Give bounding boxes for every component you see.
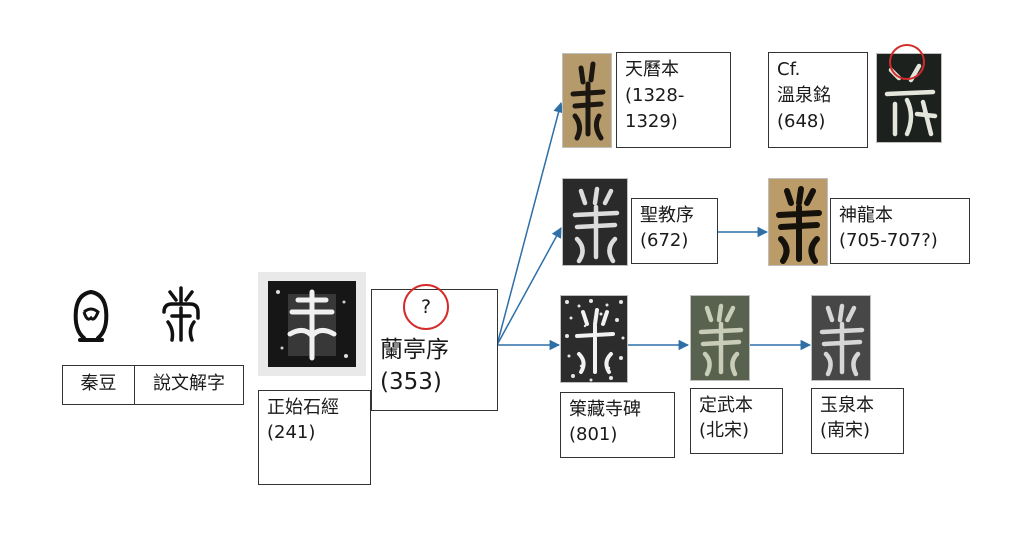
bronze-glyph-image (73, 290, 109, 342)
highlight-circle (889, 44, 925, 80)
zhengshi-label: 正始石經 (241) (258, 390, 371, 485)
shenlong-label: 神龍本 (705-707?) (830, 198, 970, 264)
shengjiao-label: 聖教序 (672) (631, 198, 718, 264)
shuowen-label: 說文解字 (134, 365, 244, 405)
shuowen-glyph-image (162, 286, 200, 342)
shenlong-glyph-image (768, 178, 828, 266)
yuquan-glyph-image (811, 295, 871, 381)
yuquan-label: 玉泉本 (南宋) (811, 388, 904, 454)
tianli-glyph-image (562, 53, 612, 148)
shengjiao-glyph-image (562, 178, 628, 266)
qin-bronze-label: 秦豆 (62, 365, 135, 405)
xingfu-label: 䇿藏寺碑 (801) (560, 392, 675, 458)
dingwu-label: 定武本 (北宋) (690, 388, 783, 454)
question-mark-circle: ? (403, 284, 449, 330)
tianli-label: 天曆本 (1328- 1329) (616, 52, 731, 148)
zhengshi-rubbing-image (258, 272, 366, 376)
arrow-to-shengjiao (496, 227, 562, 346)
wenquan-label: Cf. 溫泉銘 (648) (768, 52, 868, 148)
arrow-to-tianli (496, 101, 564, 346)
dingwu-glyph-image (690, 295, 750, 381)
xingfu-glyph-image (560, 295, 628, 383)
